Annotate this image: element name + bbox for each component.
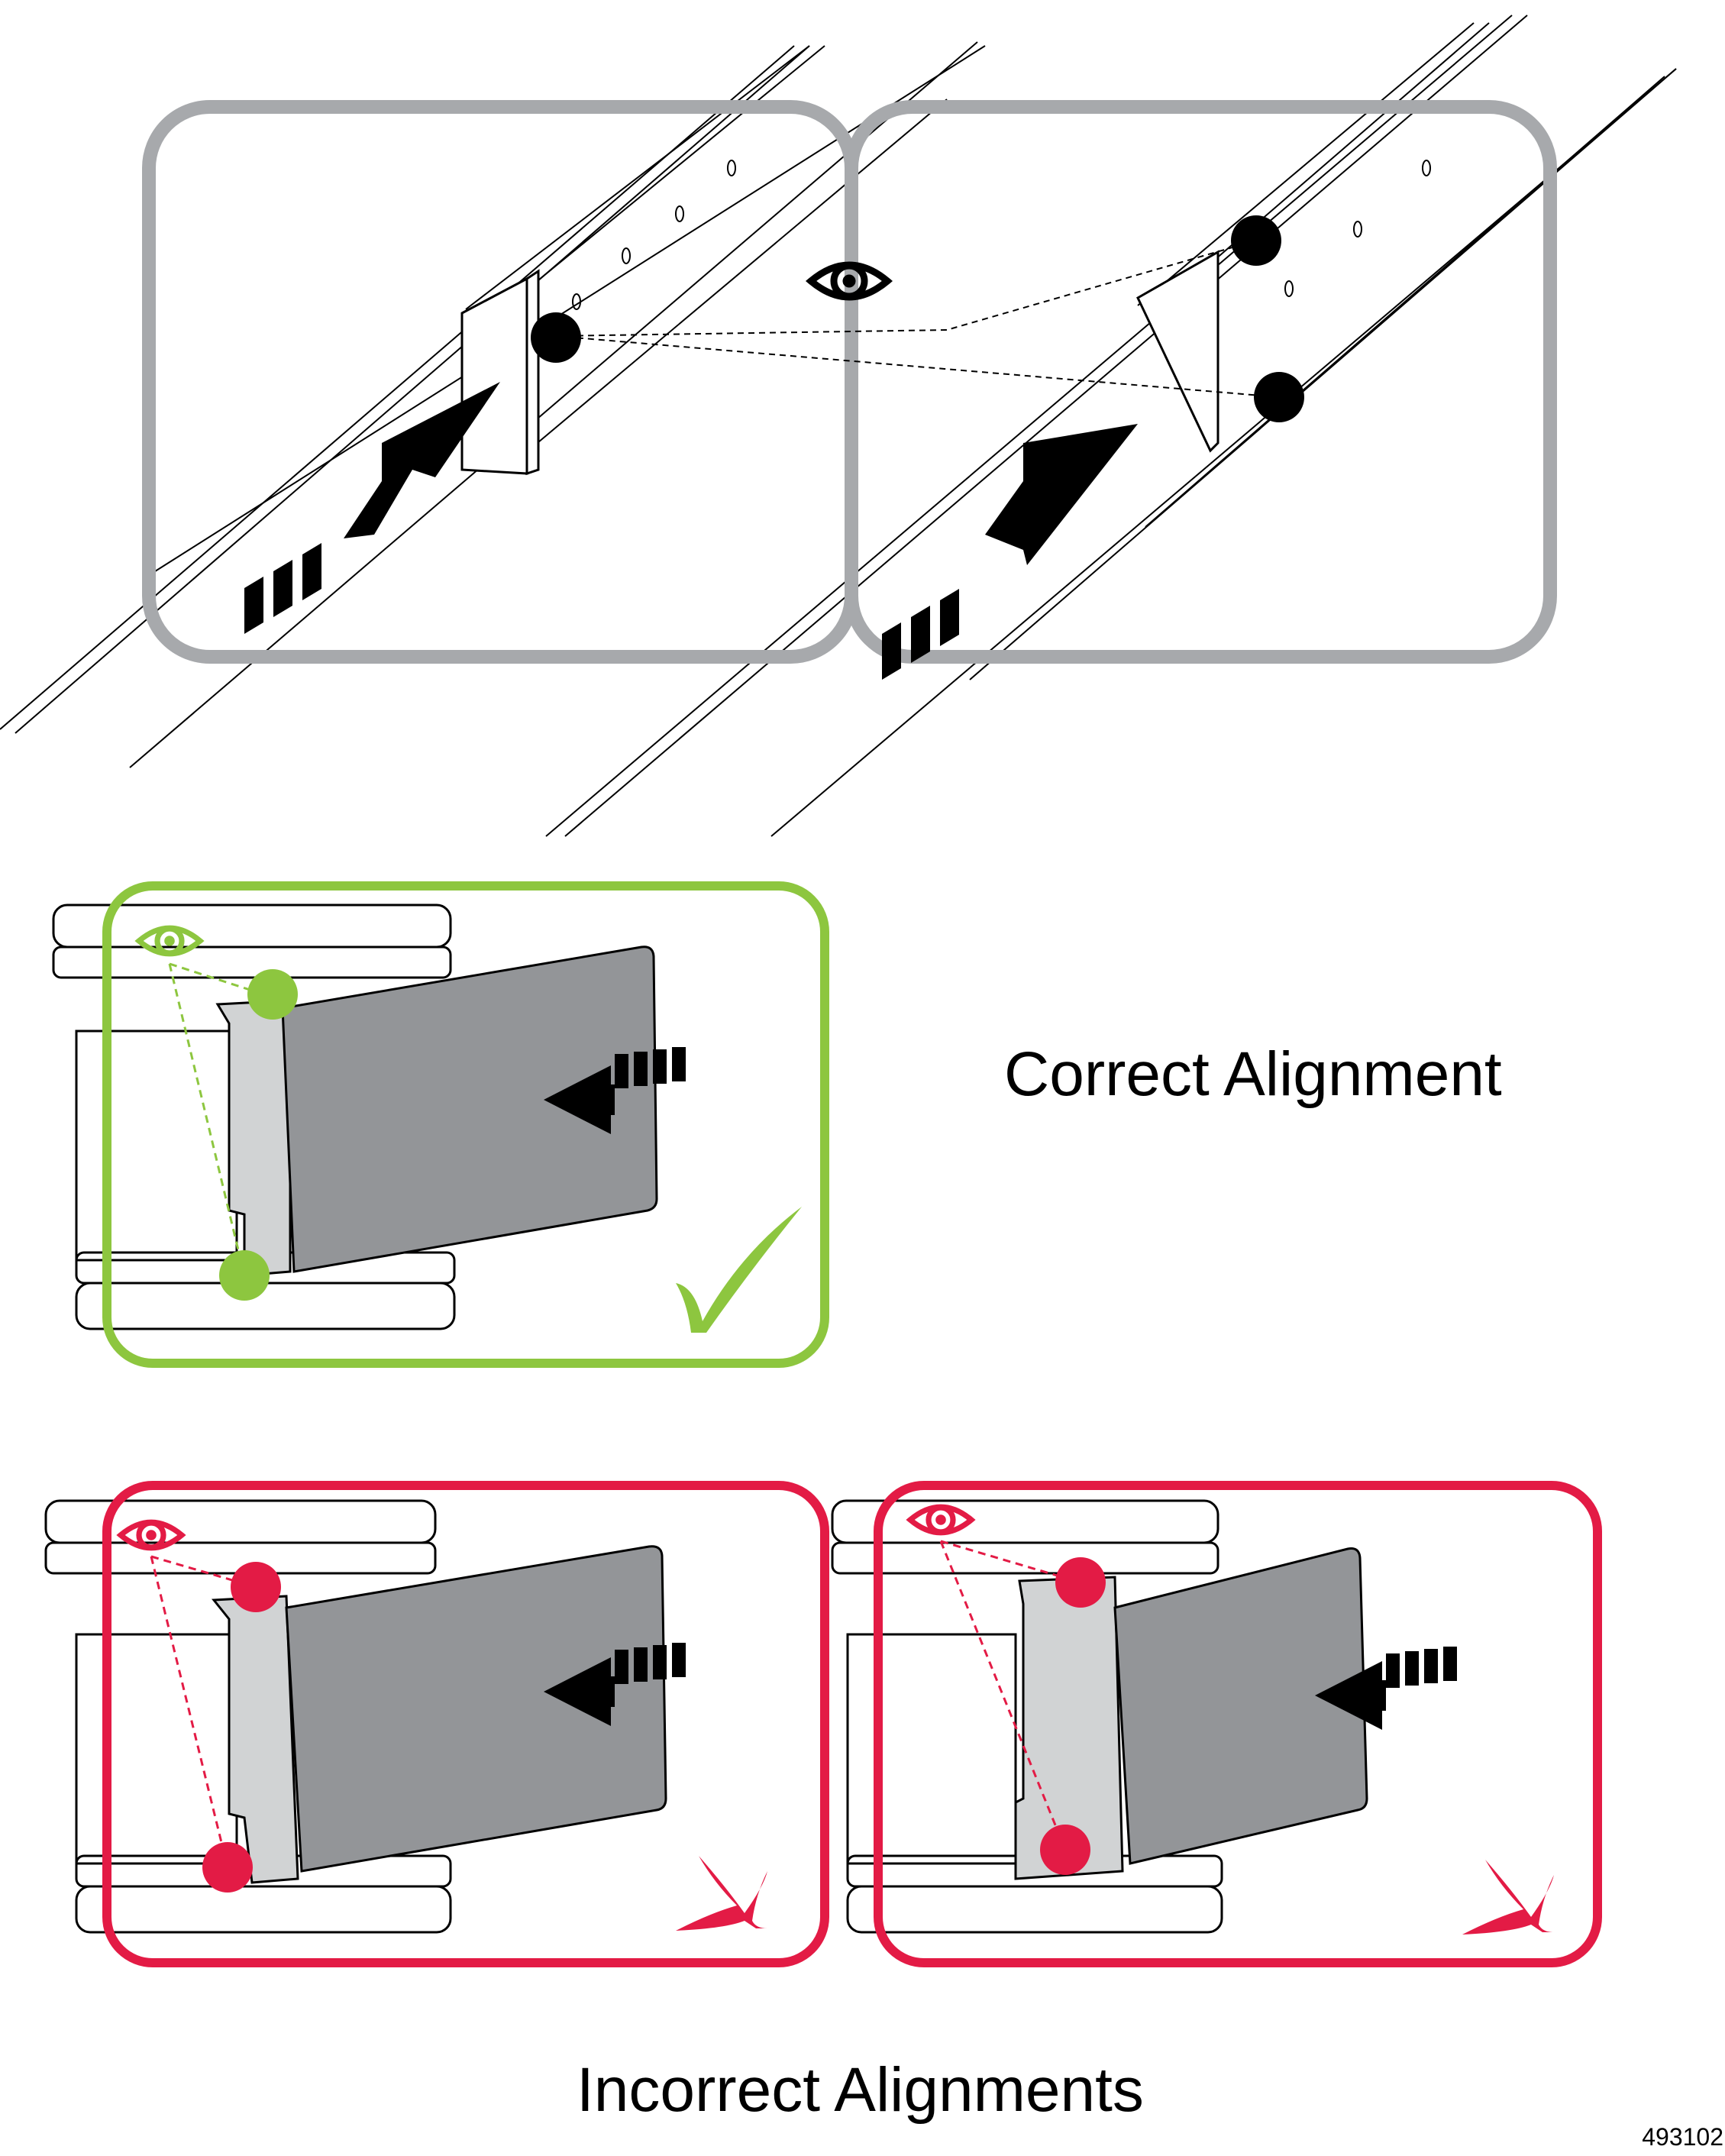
card — [285, 1545, 667, 1873]
neutral-frame-right — [845, 100, 1557, 664]
dot-marker — [202, 1842, 253, 1893]
dot-marker — [1040, 1825, 1090, 1875]
incorrect-panel-2 — [831, 1481, 1602, 1967]
incorrect-alignments-label: Incorrect Alignments — [577, 2055, 1144, 2125]
sight-lines — [150, 1555, 257, 1868]
dot-marker — [1231, 215, 1281, 266]
dot-marker — [1254, 372, 1304, 422]
checkmark-icon — [676, 1207, 802, 1333]
arrow-icon — [544, 1047, 686, 1134]
correct-alignment-label: Correct Alignment — [1004, 1039, 1502, 1109]
incorrect-panel-1 — [44, 1481, 829, 1967]
dot-marker — [531, 312, 581, 363]
bracket-left — [460, 269, 540, 476]
x-mark-icon — [676, 1856, 767, 1931]
sight-lines — [168, 962, 272, 1276]
dot-marker — [1055, 1557, 1106, 1608]
incorrect-frame — [102, 1481, 829, 1967]
card — [281, 945, 658, 1273]
bracket-right — [1136, 250, 1219, 453]
bracket — [212, 1595, 299, 1884]
sight-lines — [555, 240, 1280, 398]
correct-frame — [102, 881, 829, 1368]
arrow-icon — [882, 424, 1138, 680]
rail-holes — [572, 160, 1431, 310]
bracket — [215, 999, 292, 1277]
dot-marker — [231, 1562, 281, 1612]
correct-panel — [52, 881, 829, 1368]
card — [1113, 1547, 1368, 1865]
x-mark-icon — [1462, 1860, 1554, 1935]
arrow-icon — [544, 1643, 686, 1726]
arrow-icon — [244, 382, 500, 634]
incorrect-frame — [874, 1481, 1602, 1967]
dot-marker — [219, 1250, 270, 1301]
arrow-icon — [1315, 1647, 1457, 1730]
top-panel — [0, 15, 1677, 837]
dot-marker — [247, 969, 298, 1020]
rail-lines-right — [545, 15, 1677, 837]
figure-id: 493102 — [1642, 2123, 1723, 2151]
rail-assembly — [44, 1499, 452, 1934]
